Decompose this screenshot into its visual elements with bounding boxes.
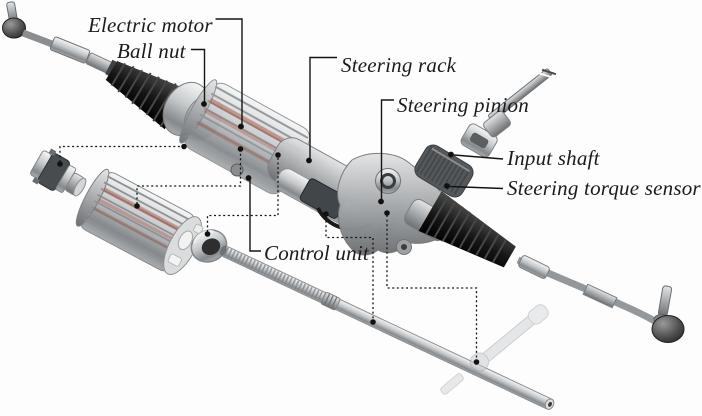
- exploded-rack-rod-illustration: [219, 245, 555, 410]
- exploded-bearing-ring-illustration: [190, 229, 228, 263]
- label-ball-nut: Ball nut: [117, 39, 186, 63]
- right-bellows-illustration: [418, 191, 516, 268]
- exploded-motor-illustration: [75, 168, 204, 276]
- label-steering-rack: Steering rack: [341, 53, 457, 77]
- left-tie-rod-illustration: [2, 1, 117, 77]
- right-tie-rod-illustration: [516, 255, 685, 343]
- ghost-inner-tie-rod-illustration: [440, 304, 549, 395]
- leader-endpoint-dots: [201, 101, 454, 205]
- label-input-shaft: Input shaft: [507, 146, 600, 170]
- connector-endpoint-dots: [57, 143, 480, 365]
- exploded-coupling-illustration: [30, 148, 87, 197]
- label-steering-torque-sensor: Steering torque sensor: [507, 176, 701, 200]
- label-electric-motor: Electric motor: [88, 13, 213, 37]
- label-leader-lines: [191, 18, 504, 252]
- universal-joint-illustration: [460, 110, 511, 158]
- exploded-part-connector-lines: [59, 145, 478, 360]
- label-steering-pinion: Steering pinion: [397, 93, 529, 117]
- label-control-unit: Control unit: [264, 241, 369, 265]
